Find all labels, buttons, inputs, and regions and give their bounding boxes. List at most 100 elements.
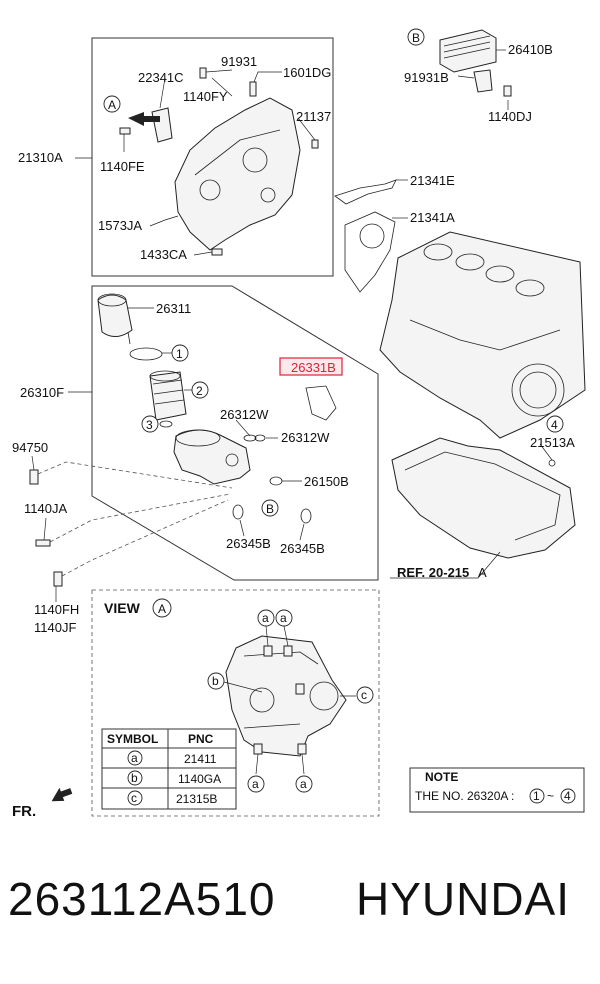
view-a-cover-part xyxy=(225,635,347,757)
oil-pan-part xyxy=(391,437,576,559)
table-row-3-symbol: c xyxy=(131,791,137,805)
label-21137: 21137 xyxy=(296,109,331,124)
svg-text:b: b xyxy=(212,674,219,688)
table-row-3-pnc: 21315B xyxy=(176,792,217,806)
label-26312W-a: 26312W xyxy=(220,407,269,422)
svg-text:3: 3 xyxy=(146,418,153,432)
callout-1-circle xyxy=(171,344,189,362)
bolt-1140JA-part xyxy=(35,539,51,547)
label-26310F: 26310F xyxy=(20,385,64,400)
oil-pressure-sensor-part xyxy=(29,469,39,485)
view-callout-a-1 xyxy=(257,609,275,627)
filter-housing-part xyxy=(173,429,251,485)
svg-text:2: 2 xyxy=(196,384,203,398)
label-fr: FR. xyxy=(12,803,36,820)
label-1140FY: 1140FY xyxy=(183,89,228,104)
view-callout-b xyxy=(207,672,225,690)
engine-block-part xyxy=(379,231,586,439)
bracket-part xyxy=(151,107,173,143)
timing-cover-frame xyxy=(91,37,334,277)
svg-text:c: c xyxy=(361,688,367,702)
svg-text:B: B xyxy=(266,502,274,516)
callout-B-mid-circle xyxy=(261,499,279,517)
svg-text:a: a xyxy=(252,777,259,791)
label-1601DG: 1601DG xyxy=(283,65,331,80)
callout-3-circle xyxy=(141,415,159,433)
view-callout-c xyxy=(356,686,374,704)
filter-cap-part xyxy=(97,294,133,337)
o-ring-1 xyxy=(129,347,163,361)
label-26345B-b: 26345B xyxy=(280,541,325,556)
table-header-symbol: SYMBOL xyxy=(107,732,158,746)
svg-text:A: A xyxy=(478,565,487,580)
filter-element-part xyxy=(149,371,187,421)
gasket-21341E xyxy=(334,179,397,205)
svg-text:A: A xyxy=(108,98,116,112)
label-1140JF: 1140JF xyxy=(34,620,76,635)
gasket-21341A xyxy=(344,211,396,293)
label-1433CA: 1433CA xyxy=(140,247,187,262)
table-row-1-symbol: a xyxy=(131,751,138,765)
label-91931: 91931 xyxy=(221,54,257,69)
svg-text:B: B xyxy=(412,31,420,45)
label-21513A: 21513A xyxy=(530,435,575,450)
label-26150B: 26150B xyxy=(304,474,349,489)
note-from: 1 xyxy=(533,789,540,803)
view-title: VIEW xyxy=(104,600,141,616)
note-title: NOTE xyxy=(425,770,458,784)
label-1573JA: 1573JA xyxy=(98,218,142,233)
note-to: 4 xyxy=(564,789,571,803)
label-21310A: 21310A xyxy=(18,150,63,165)
label-1140JA: 1140JA xyxy=(24,501,67,516)
label-21341A: 21341A xyxy=(410,210,455,225)
label-1140DJ: 1140DJ xyxy=(488,109,532,124)
note-tilde: ~ xyxy=(547,789,554,803)
view-letter-circle xyxy=(152,598,172,618)
timing-cover-part xyxy=(174,97,301,251)
label-1140FH: 1140FH xyxy=(34,602,79,617)
label-ref: REF. 20-215 xyxy=(397,565,469,580)
callout-4-circle xyxy=(546,415,564,433)
svg-text:a: a xyxy=(280,611,287,625)
view-arrow xyxy=(128,112,160,126)
callout-A-circle xyxy=(103,95,121,113)
label-91931B: 91931B xyxy=(404,70,449,85)
svg-text:a: a xyxy=(300,777,307,791)
svg-text:A: A xyxy=(158,602,166,616)
svg-text:4: 4 xyxy=(551,418,558,432)
front-arrow-icon xyxy=(51,787,73,802)
table-header-pnc: PNC xyxy=(188,732,214,746)
table-row-2-symbol: b xyxy=(131,771,138,785)
gasket-26331B-part xyxy=(305,385,337,421)
callout-B-top-circle xyxy=(407,28,425,46)
note-box: NOTE THE NO. 26320A : 1 ~ 4 xyxy=(409,767,585,813)
label-26410B: 26410B xyxy=(508,42,553,57)
highlight-box-26331B xyxy=(279,357,343,376)
svg-text:a: a xyxy=(262,611,269,625)
footer: 263112A510 HYUNDAI xyxy=(0,872,600,952)
oil-cooler-part xyxy=(439,29,497,73)
label-22341C: 22341C xyxy=(138,70,184,85)
label-1140FE: 1140FE xyxy=(100,159,145,174)
view-callout-a-3 xyxy=(247,775,265,793)
view-a-box xyxy=(91,589,380,817)
symbol-pnc-table: SYMBOL PNC a 21411 b 1140GA c 21315B xyxy=(101,728,237,810)
label-21341E: 21341E xyxy=(410,173,455,188)
table-row-1-pnc: 21411 xyxy=(184,752,217,766)
svg-text:1: 1 xyxy=(176,347,183,361)
callout-2-circle xyxy=(191,381,209,399)
label-26311: 26311 xyxy=(156,301,191,316)
table-row-2-pnc: 1140GA xyxy=(178,772,221,786)
view-callout-a-2 xyxy=(275,609,293,627)
label-94750: 94750 xyxy=(12,440,48,455)
part-number: 263112A510 xyxy=(8,873,276,925)
oil-filter-frame xyxy=(91,285,379,581)
cooler-bracket-part xyxy=(473,69,493,93)
label-26331B: 26331B xyxy=(291,360,336,375)
ref-leader xyxy=(390,551,501,579)
view-callout-a-4 xyxy=(295,775,313,793)
label-26312W-b: 26312W xyxy=(281,430,330,445)
brand-name: HYUNDAI xyxy=(356,873,571,925)
label-26345B-a: 26345B xyxy=(226,536,271,551)
